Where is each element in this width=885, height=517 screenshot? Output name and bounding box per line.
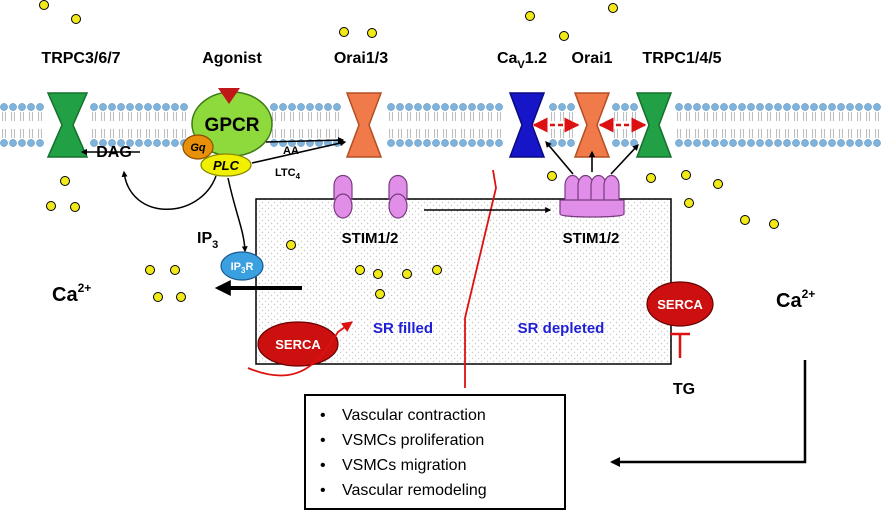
outcome-item: Vascular contraction: [320, 405, 564, 430]
ip3-label: IP3: [197, 230, 218, 251]
tg-label: TG: [673, 381, 695, 398]
agonist-ligand: [218, 88, 240, 104]
outcome-item: Vascular remodeling: [320, 480, 564, 505]
calcium-ion: [684, 198, 694, 208]
orai13-label: Orai1/3: [334, 50, 388, 67]
calcium-ion: [525, 11, 535, 21]
calcium-ions: [39, 0, 779, 302]
stim-right-cluster: [559, 174, 625, 218]
calcium-ion: [71, 14, 81, 24]
calcium-ion: [681, 170, 691, 180]
calcium-ion: [70, 202, 80, 212]
serca-uptake-arrow: [247, 321, 353, 377]
calcium-ion: [46, 201, 56, 211]
gpcr-label: GPCR: [205, 115, 260, 136]
plc-to-dag-curve: [121, 170, 217, 210]
orai13-channel: [345, 92, 383, 158]
calcium-ion: [769, 219, 779, 229]
ip3-to-ip3r-arrow: [227, 177, 248, 253]
ca-cytosol-label: Ca2+: [52, 281, 91, 306]
calcium-ion: [170, 265, 180, 275]
calcium-ion: [339, 27, 349, 37]
outcome-item: VSMCs proliferation: [320, 430, 564, 455]
plc-to-orai13-arrow: [251, 140, 347, 164]
functional-outcomes-box: Vascular contraction VSMCs proliferation…: [304, 394, 566, 510]
calcium-ion: [286, 240, 296, 250]
calcium-ion: [608, 3, 618, 13]
calcium-ion: [153, 292, 163, 302]
ip3r-label: IP3R: [231, 261, 254, 275]
orai1-label: Orai1: [572, 50, 613, 67]
calcium-ion: [740, 215, 750, 225]
serca-right-label: SERCA: [657, 297, 703, 312]
calcium-ion: [60, 176, 70, 186]
stim-left-label: STIM1/2: [342, 230, 399, 247]
gq-label: Gq: [190, 142, 206, 154]
plc-label: PLC: [213, 158, 240, 173]
calcium-ion: [375, 289, 385, 299]
ca-extracellular-label: Ca2+: [776, 287, 815, 312]
serca-right: [646, 281, 714, 327]
sr-state-divider: [464, 169, 497, 388]
serca-left-label: SERCA: [275, 337, 321, 352]
agonist-label: Agonist: [202, 50, 262, 67]
calcium-ion: [713, 179, 723, 189]
sr-depleted-label: SR depleted: [518, 320, 605, 337]
plasma-membrane: [0, 103, 881, 147]
serca-left: [257, 321, 339, 367]
trpc145-channel: [635, 92, 673, 158]
sr-filled-label: SR filled: [373, 320, 433, 337]
cav12-channel: [508, 92, 546, 158]
trpc367-channel: [46, 92, 89, 158]
calcium-ion: [176, 292, 186, 302]
gq-protein: [182, 134, 214, 160]
ca-entry-to-outcomes-arrow: [610, 360, 807, 467]
outcome-item: VSMCs migration: [320, 455, 564, 480]
stim-to-trpc-arrow: [610, 144, 639, 175]
cav12-label: CaV1.2: [497, 50, 547, 71]
stim-right-label: STIM1/2: [563, 230, 620, 247]
orai1-channel: [573, 92, 611, 158]
aa-label: AA: [283, 145, 299, 157]
calcium-ion: [402, 269, 412, 279]
calcium-ion: [432, 265, 442, 275]
calcium-ion: [547, 171, 557, 181]
gpcr-to-orai13-arrow: [265, 136, 345, 144]
stim-to-cav-arrow: [545, 141, 574, 175]
trpc145-label: TRPC1/4/5: [642, 50, 721, 67]
calcium-ion: [367, 28, 377, 38]
outcomes-list: Vascular contraction VSMCs proliferation…: [320, 405, 564, 505]
calcium-ion: [145, 265, 155, 275]
ltc4-label: LTC4: [275, 167, 301, 181]
dag-label: DAG: [96, 144, 132, 161]
calcium-ion: [646, 173, 656, 183]
plc-enzyme: [200, 153, 252, 177]
trpc367-label: TRPC3/6/7: [41, 50, 120, 67]
stim-left: [333, 174, 408, 219]
calcium-ion: [373, 269, 383, 279]
calcium-ion: [355, 265, 365, 275]
calcium-ion: [39, 0, 49, 10]
calcium-ion: [559, 31, 569, 41]
